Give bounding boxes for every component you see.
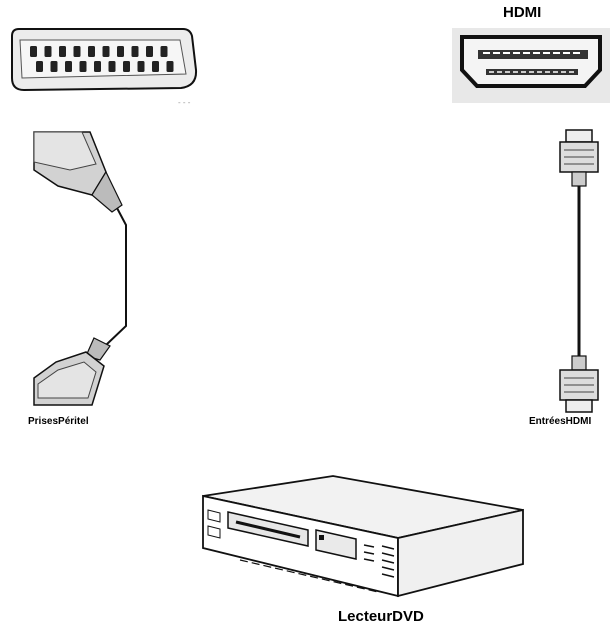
scart-pin — [94, 61, 101, 72]
svg-text:- - -: - - - — [178, 98, 191, 107]
scart-pin — [73, 46, 81, 57]
scart-pin — [65, 61, 72, 72]
scart-pin — [102, 46, 110, 57]
hdmi-cable-icon — [559, 129, 599, 413]
scart-pin — [30, 46, 37, 57]
scart-pin — [123, 61, 130, 72]
dvd-player-icon — [202, 475, 524, 598]
scart-pin — [146, 46, 153, 57]
scart-pin — [137, 61, 145, 72]
scart-pin — [79, 61, 87, 72]
scart-pin — [131, 46, 139, 57]
hdmi-socket-icon — [452, 28, 610, 103]
scart-pin — [152, 61, 159, 72]
scart-pin — [88, 46, 95, 57]
scart-socket-icon: - - - — [11, 28, 198, 107]
scart-pin — [117, 46, 124, 57]
scart-caption: PrisesPéritel — [28, 416, 89, 427]
scart-pin — [59, 46, 66, 57]
hdmi-caption: EntréesHDMI — [529, 416, 592, 427]
hdmi-title: HDMI — [503, 4, 542, 21]
scart-cable-icon — [33, 131, 127, 406]
scart-pin — [44, 46, 52, 57]
scart-pin — [160, 46, 168, 57]
scart-pin — [108, 61, 116, 72]
dvd-caption: LecteurDVD — [338, 608, 424, 625]
scart-pin — [166, 61, 174, 72]
scart-pin — [36, 61, 43, 72]
scart-pin — [50, 61, 58, 72]
